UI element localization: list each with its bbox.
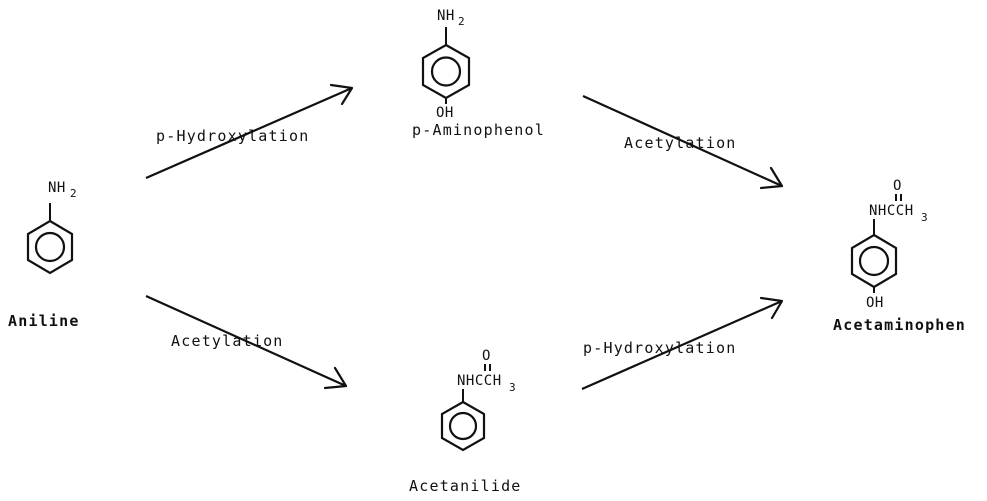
- acetanilide-amide-label: NHCCH: [457, 373, 502, 389]
- aniline-structure: NH 2: [26, 180, 77, 275]
- acetaminophen-methyl-subscript: 3: [921, 211, 928, 224]
- p-aminophenol-hydroxyl-label: OH: [436, 105, 454, 121]
- p-aminophenol-aromatic-circle: [430, 56, 462, 87]
- arrow-aminophenol-to-acetaminophen: [582, 94, 784, 190]
- aniline-benzene-ring: [26, 219, 74, 275]
- p-aminophenol-amine-label: NH: [437, 8, 455, 24]
- reaction-label-aminophenol-to-acetaminophen: Acetylation: [624, 134, 737, 152]
- acetanilide-carbonyl-oxygen: O: [482, 348, 491, 364]
- acetanilide-aromatic-circle: [448, 411, 478, 441]
- aniline-label: Aniline: [8, 312, 80, 330]
- acetaminophen-hydroxyl-label: OH: [866, 295, 884, 311]
- acetaminophen-carbonyl-oxygen: O: [893, 178, 902, 194]
- aniline-aromatic-circle: [34, 231, 66, 263]
- p-aminophenol-label: p-Aminophenol: [412, 121, 545, 139]
- arrow-acetanilide-to-acetaminophen: [581, 296, 784, 391]
- acetaminophen-label: Acetaminophen: [833, 316, 966, 334]
- p-aminophenol-amine-subscript: 2: [458, 15, 465, 28]
- acetanilide-structure: O NHCCH 3: [440, 348, 516, 452]
- reaction-label-acetanilide-to-acetaminophen: p-Hydroxylation: [583, 339, 736, 357]
- p-aminophenol-structure: NH 2 OH: [421, 8, 471, 121]
- arrow-aniline-to-aminophenol: [145, 83, 354, 180]
- acetaminophen-structure: O NHCCH 3 OH: [850, 178, 928, 311]
- acetaminophen-amide-label: NHCCH: [869, 203, 914, 219]
- aniline-amine-label: NH: [48, 180, 66, 196]
- reaction-label-aniline-to-aminophenol: p-Hydroxylation: [156, 127, 309, 145]
- aniline-amine-subscript: 2: [70, 187, 77, 200]
- acetaminophen-aromatic-circle: [858, 245, 890, 277]
- reaction-label-aniline-to-acetanilide: Acetylation: [171, 332, 284, 350]
- p-aminophenol-benzene-ring: [421, 43, 471, 100]
- arrow-aniline-to-acetanilide: [145, 294, 348, 390]
- acetanilide-label: Acetanilide: [409, 477, 522, 495]
- acetanilide-benzene-ring: [440, 400, 486, 452]
- acetaminophen-benzene-ring: [850, 233, 898, 289]
- acetanilide-methyl-subscript: 3: [509, 381, 516, 394]
